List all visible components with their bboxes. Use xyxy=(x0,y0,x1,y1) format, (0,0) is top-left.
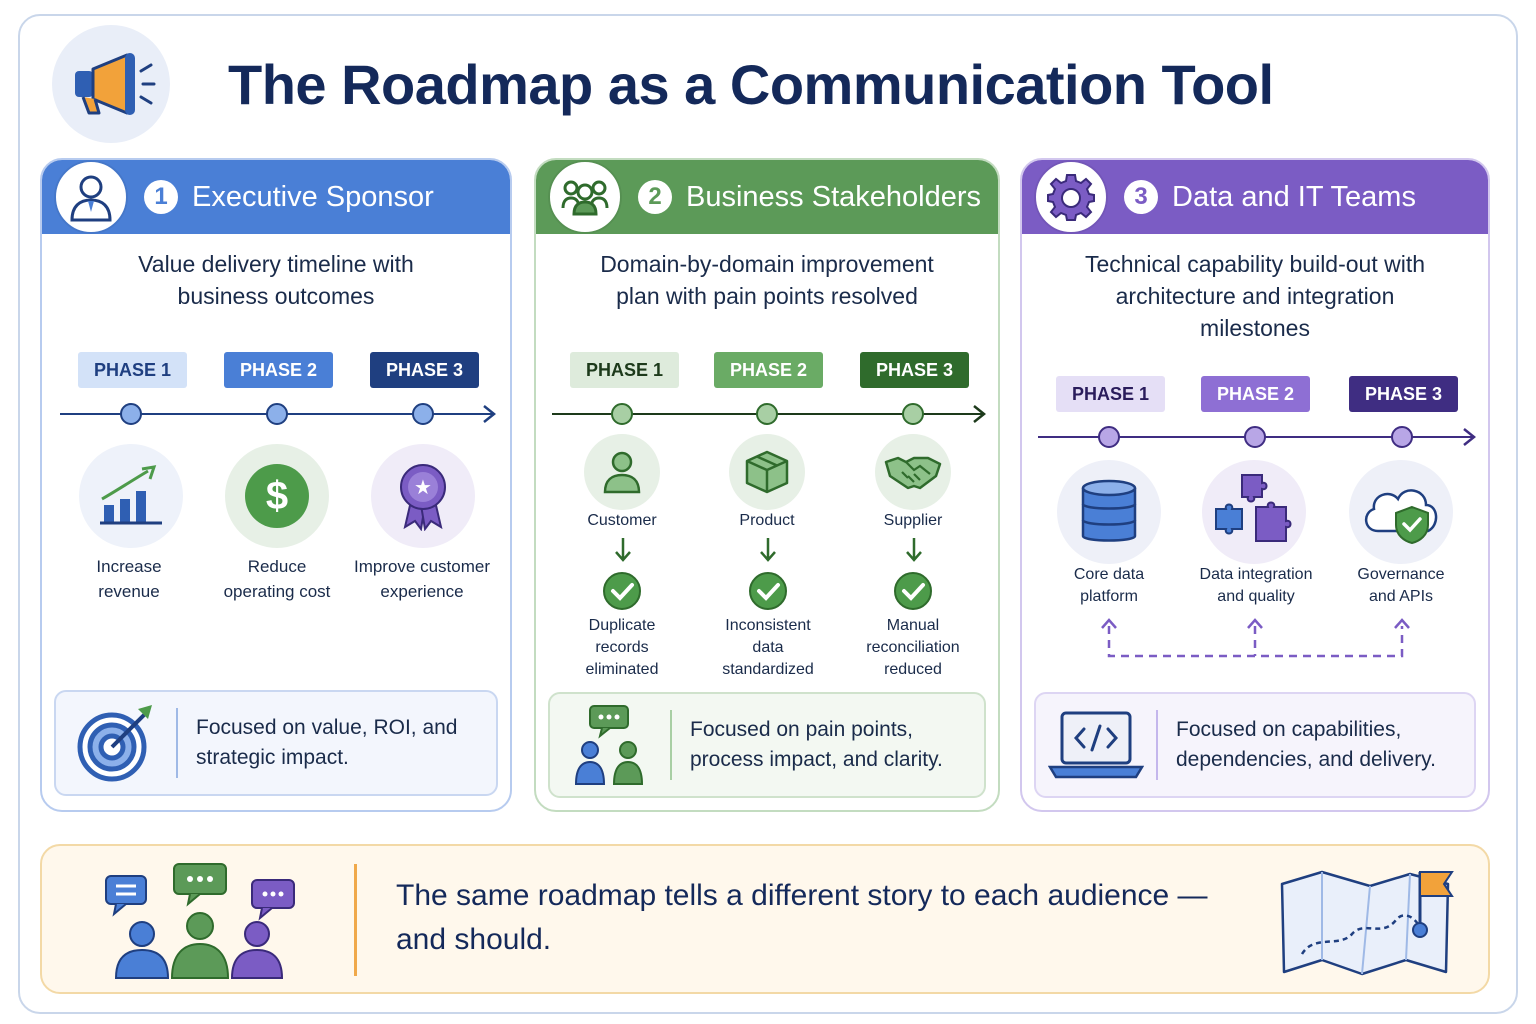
svg-text:★: ★ xyxy=(414,475,432,499)
focus-box: Focused on value, ROI, and strategic imp… xyxy=(54,690,498,796)
capability-label: Governance and APIs xyxy=(1357,566,1445,605)
timeline-dot xyxy=(1098,426,1120,448)
megaphone-icon xyxy=(52,25,170,143)
card-header: 3 Data and IT Teams xyxy=(1022,160,1488,234)
divider xyxy=(354,864,357,976)
puzzle-icon xyxy=(1202,460,1306,564)
discussion-icon xyxy=(550,704,670,786)
dependency-connector xyxy=(1101,618,1410,658)
capability-label: Data integration and quality xyxy=(1199,566,1313,605)
summary-text: The same roadmap tells a different story… xyxy=(396,879,1208,956)
map-flag-icon xyxy=(1278,864,1458,985)
focus-text: Focused on value, ROI, and strategic imp… xyxy=(196,716,458,769)
focus-text: Focused on capabilities, dependencies, a… xyxy=(1176,718,1436,771)
pain-point-resolved: Manual reconciliation reduced xyxy=(866,617,960,678)
capability-label: Core data platform xyxy=(1073,566,1145,605)
timeline-dot xyxy=(611,403,633,425)
card-business-stakeholders: 2 Business Stakeholders Domain-by-domain… xyxy=(534,158,1000,812)
card-heading: Executive Sponsor xyxy=(192,180,434,213)
person-icon xyxy=(584,434,660,510)
check-circle-icon xyxy=(603,572,641,610)
gear-icon xyxy=(1036,162,1106,232)
phase-1-label: PHASE 1 xyxy=(570,352,680,388)
box-icon xyxy=(729,434,805,510)
page-title: The Roadmap as a Communication Tool xyxy=(228,53,1274,116)
audience-chat-icon xyxy=(102,860,302,987)
award-ribbon-icon: ★ xyxy=(371,444,475,548)
executive-person-icon xyxy=(56,162,126,232)
arrow-right-icon xyxy=(973,405,987,423)
pain-point-resolved: Duplicate records eliminated xyxy=(585,617,659,678)
arrow-down-icon xyxy=(615,538,631,562)
domain-label: Customer xyxy=(587,512,657,529)
timeline-dot xyxy=(120,403,142,425)
divider xyxy=(1156,710,1158,780)
phase-3-label: PHASE 3 xyxy=(1349,376,1459,412)
check-circle-icon xyxy=(749,572,787,610)
arrow-right-icon xyxy=(1463,428,1477,446)
divider xyxy=(670,710,672,780)
timeline-dot xyxy=(756,403,778,425)
outcome-label: Increase revenue xyxy=(96,557,162,601)
code-laptop-icon xyxy=(1036,709,1156,781)
revenue-chart-icon xyxy=(79,444,183,548)
outcome-label: Reduce operating cost xyxy=(223,557,331,601)
card-description: Domain-by-domain improvement plan with p… xyxy=(600,251,934,309)
focus-box: Focused on capabilities, dependencies, a… xyxy=(1034,692,1476,798)
arrow-down-icon xyxy=(760,538,776,562)
domain-label: Product xyxy=(739,512,795,529)
phase-3-label: PHASE 3 xyxy=(860,352,970,388)
outcome-label: Improve customer experience xyxy=(353,557,491,601)
card-description: Value delivery timeline with business ou… xyxy=(138,251,414,309)
title-area xyxy=(52,24,170,144)
phase-2-label: PHASE 2 xyxy=(224,352,334,388)
card-number: 1 xyxy=(144,180,178,214)
divider xyxy=(176,708,178,778)
card-number: 3 xyxy=(1124,180,1158,214)
timeline-dot xyxy=(266,403,288,425)
timeline-dot xyxy=(1391,426,1413,448)
target-icon xyxy=(56,703,176,783)
cloud-shield-icon xyxy=(1349,460,1453,564)
pain-point-resolved: Inconsistent data standardized xyxy=(722,617,814,678)
focus-text: Focused on pain points, process impact, … xyxy=(690,718,943,771)
card-data-it-teams: 3 Data and IT Teams Technical capability… xyxy=(1020,158,1490,812)
timeline-dot xyxy=(412,403,434,425)
phase-1-label: PHASE 1 xyxy=(1056,376,1166,412)
card-description: Technical capability build-out with arch… xyxy=(1084,251,1426,341)
check-circle-icon xyxy=(894,572,932,610)
focus-box: Focused on pain points, process impact, … xyxy=(548,692,986,798)
handshake-icon xyxy=(875,434,951,510)
arrow-right-icon xyxy=(483,405,497,423)
domain-label: Supplier xyxy=(883,512,943,529)
card-header: 1 Executive Sponsor xyxy=(42,160,510,234)
card-executive-sponsor: 1 Executive Sponsor Value delivery timel… xyxy=(40,158,512,812)
phase-3-label: PHASE 3 xyxy=(370,352,480,388)
group-people-icon xyxy=(550,162,620,232)
card-number: 2 xyxy=(638,180,672,214)
phase-2-label: PHASE 2 xyxy=(714,352,824,388)
database-icon xyxy=(1057,460,1161,564)
timeline-dot xyxy=(1244,426,1266,448)
arrow-down-icon xyxy=(906,538,922,562)
card-heading: Data and IT Teams xyxy=(1172,180,1416,213)
dollar-icon: $ xyxy=(225,444,329,548)
summary-banner: The same roadmap tells a different story… xyxy=(40,844,1490,994)
timeline-dot xyxy=(902,403,924,425)
phase-1-label: PHASE 1 xyxy=(78,352,188,388)
card-header: 2 Business Stakeholders xyxy=(536,160,998,234)
phase-2-label: PHASE 2 xyxy=(1201,376,1311,412)
card-heading: Business Stakeholders xyxy=(686,180,981,213)
